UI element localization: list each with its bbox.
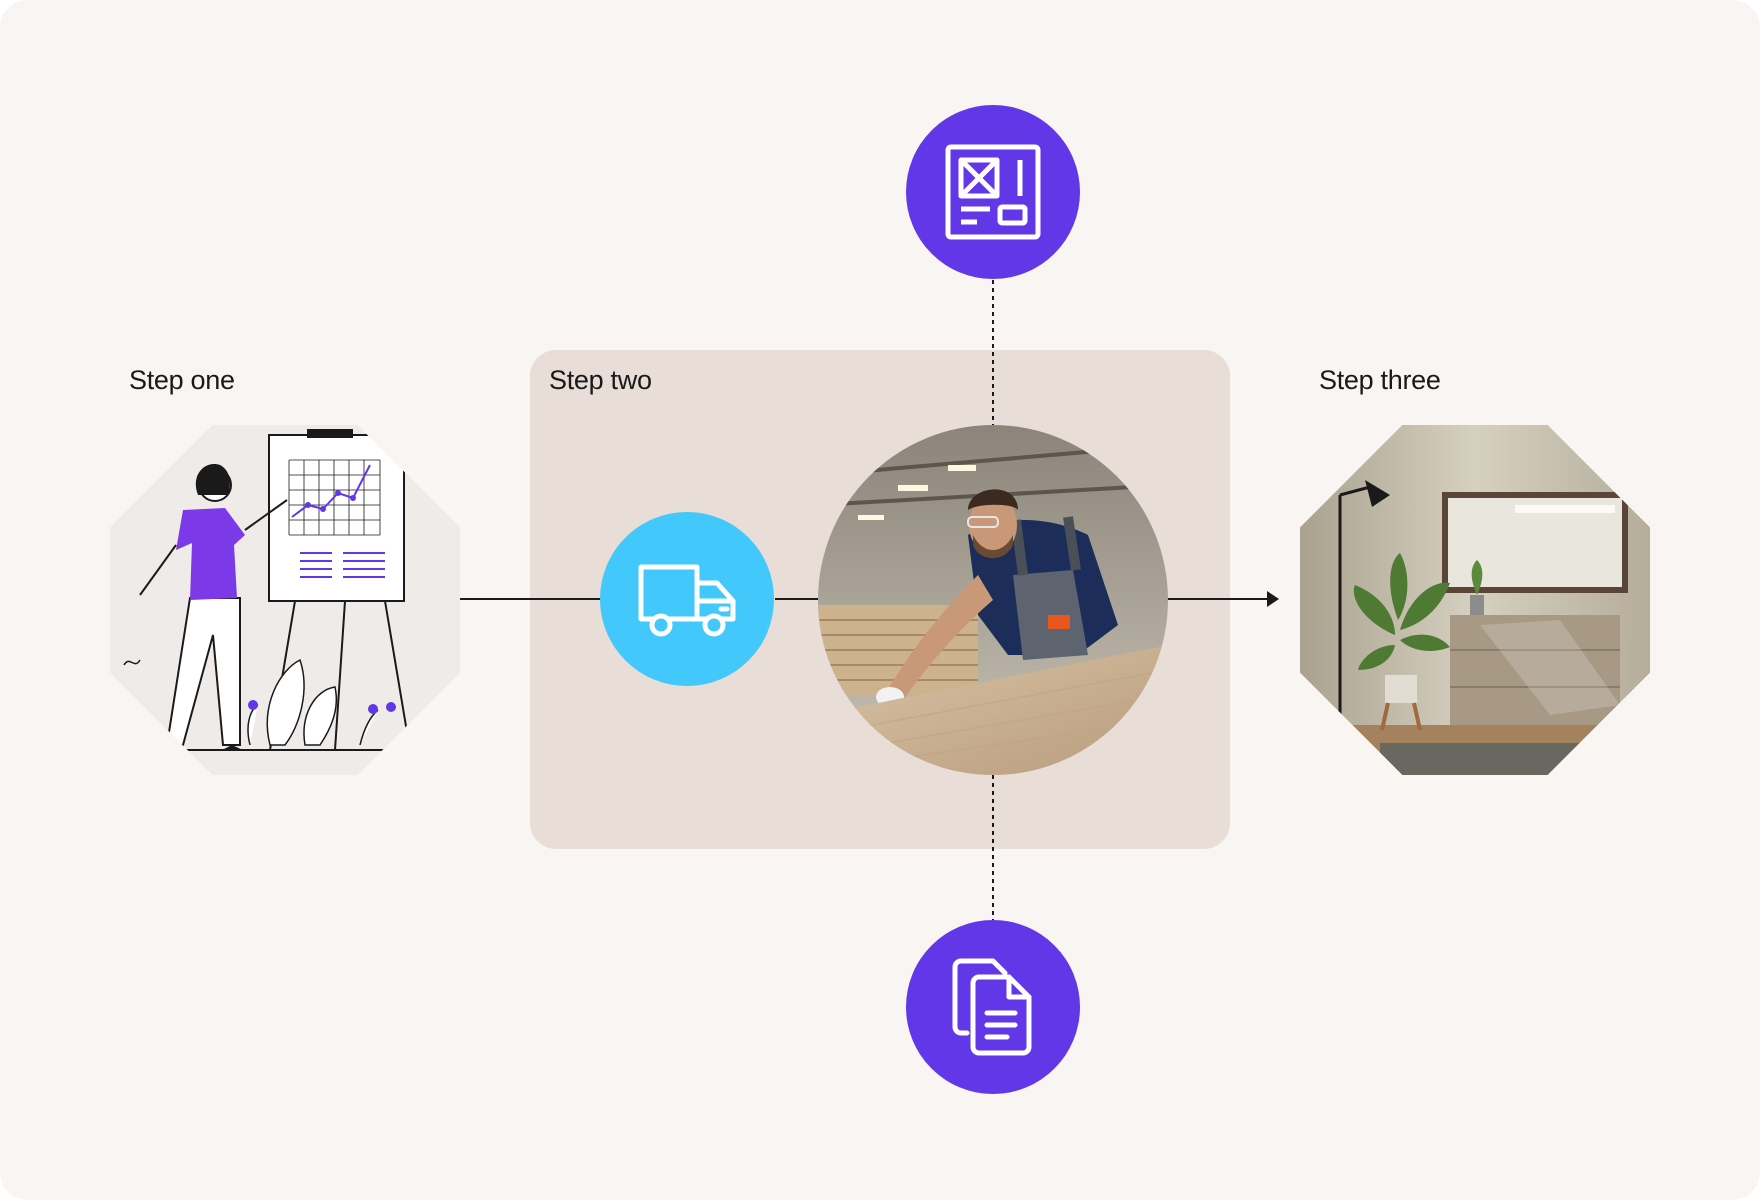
wireframe-layout-icon <box>945 144 1041 240</box>
step-three-room-photo <box>1300 425 1650 775</box>
wireframe-node <box>906 105 1080 279</box>
arrowhead <box>1267 591 1279 607</box>
factory-worker-image <box>818 425 1168 775</box>
step-three-label: Step three <box>1319 365 1441 395</box>
step-one-illustration <box>110 425 460 775</box>
copy-documents-icon <box>952 958 1032 1056</box>
presenter-illustration <box>120 429 435 751</box>
step-one-label: Step one <box>129 365 235 395</box>
delivery-truck-icon <box>638 564 736 637</box>
documents-node <box>906 920 1080 1094</box>
delivery-node <box>600 512 774 686</box>
factory-worker-photo <box>818 425 1168 775</box>
living-room-image <box>1300 425 1650 775</box>
step-two-label: Step two <box>549 365 652 395</box>
